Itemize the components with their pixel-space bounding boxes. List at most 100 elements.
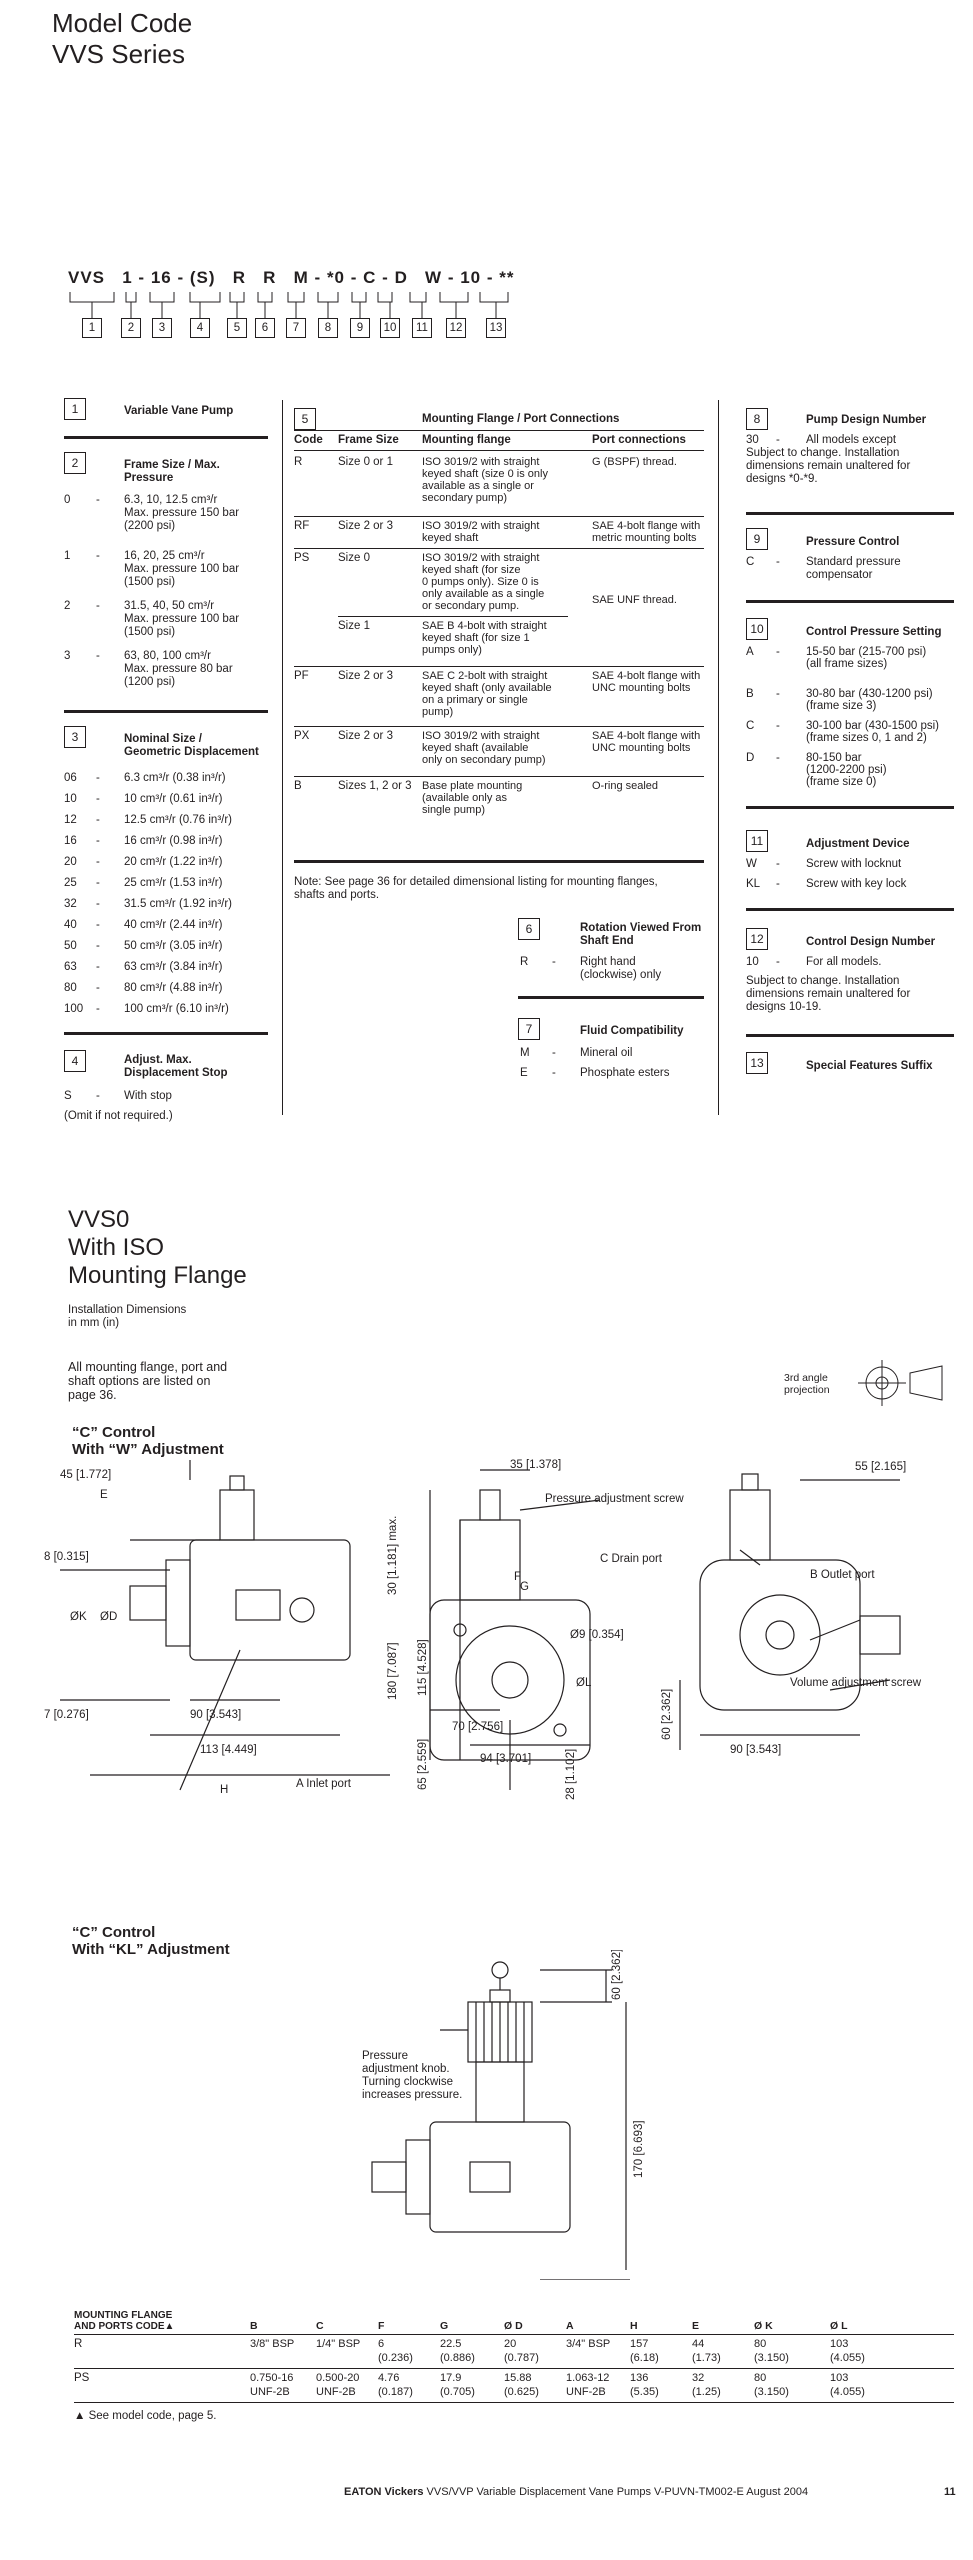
option-text: Phosphate esters <box>580 1067 670 1079</box>
cell-value: 80 <box>754 2372 767 2384</box>
mc-part: - <box>177 268 185 287</box>
row-divider <box>294 516 704 517</box>
option-dash: - <box>776 752 780 764</box>
table-header: Code <box>294 434 323 446</box>
row-port: UNC mounting bolts <box>592 682 691 694</box>
row-frame: Size 0 or 1 <box>338 456 393 468</box>
option-code: 30 <box>746 434 759 446</box>
option-text: 6.3 cm³/r (0.38 in³/r) <box>124 772 226 784</box>
row-code: PS <box>294 552 310 564</box>
option-text: 30-80 bar (430-1200 psi) <box>806 688 933 700</box>
option-text: 63 cm³/r (3.84 in³/r) <box>124 961 223 973</box>
vvs0-heading: VVS0 With ISO Mounting Flange <box>68 1206 247 1290</box>
option-text: With stop <box>124 1090 172 1102</box>
option-dash: - <box>96 982 100 994</box>
option-text: Screw with locknut <box>806 858 902 870</box>
mc-part: - <box>382 268 389 287</box>
section-title: Displacement Stop <box>124 1067 228 1079</box>
dim-8: 8 [0.315] <box>44 1551 89 1563</box>
row-flange: keyed shaft (for size <box>422 564 521 576</box>
row-flange: (available only as <box>422 792 507 804</box>
table-header: F <box>378 2320 385 2332</box>
row-flange: available as a single or <box>422 480 534 492</box>
table-header: E <box>692 2320 700 2332</box>
option-text: (frame sizes 0, 1 and 2) <box>806 732 927 744</box>
cell-value: 4.76 <box>378 2372 400 2384</box>
option-text: (1200-2200 psi) <box>806 764 887 776</box>
row-port: metric mounting bolts <box>592 532 697 544</box>
mc-part: 1 <box>122 268 133 287</box>
option-dash: - <box>96 1003 100 1015</box>
mc-part: R <box>263 268 277 287</box>
cell-value: 20 <box>504 2338 517 2350</box>
option-code: E <box>520 1067 528 1079</box>
table-header: Mounting flange <box>422 434 511 446</box>
mc-part: R <box>232 268 246 287</box>
note-line: adjustment knob. <box>362 2063 450 2075</box>
option-text: 16, 20, 25 cm³/r <box>124 550 205 562</box>
mc-part: W <box>425 268 443 287</box>
table-footnote: ▲ See model code, page 5. <box>74 2410 217 2422</box>
option-dash: - <box>96 898 100 910</box>
dim-70: 70 [2.756] <box>452 1721 503 1733</box>
row-flange: keyed shaft (available <box>422 742 529 754</box>
row-flange: ISO 3019/2 with straight <box>422 456 540 468</box>
section-rule <box>64 710 268 713</box>
row-code: B <box>294 780 302 792</box>
mc-part: - <box>447 268 455 287</box>
projection-line: 3rd angle <box>784 1372 828 1384</box>
row-port: SAE 4-bolt flange with <box>592 670 701 682</box>
cell-value: 22.5 <box>440 2338 462 2350</box>
option-code: 06 <box>64 772 77 784</box>
row-flange: SAE C 2-bolt with straight <box>422 670 548 682</box>
option-text: 80-150 bar <box>806 752 862 764</box>
table-header: Ø K <box>754 2320 773 2332</box>
cell-value: 44 <box>692 2338 705 2350</box>
section-rule <box>746 908 954 911</box>
dim-65: 65 [2.559] <box>417 1739 429 1790</box>
side-flange <box>165 1559 191 1647</box>
mc-part: C <box>363 268 377 287</box>
mc-part: 10 <box>460 268 482 287</box>
row-code: R <box>294 456 303 468</box>
row-flange: only on secondary pump) <box>422 754 546 766</box>
dim-113: 113 [4.449] <box>200 1744 257 1756</box>
row-divider <box>294 726 704 727</box>
dim-180: 180 [7.087] <box>387 1642 399 1700</box>
section-number: 12 <box>746 928 768 950</box>
dim-90b: 90 [3.543] <box>730 1744 781 1756</box>
section-number: 10 <box>746 618 768 640</box>
code-box: 9 <box>350 318 370 338</box>
section-title: Fluid Compatibility <box>580 1025 684 1037</box>
title-line2: VVS Series <box>52 39 185 69</box>
option-text: 30-100 bar (430-1500 psi) <box>806 720 939 732</box>
cell-value: (0.187) <box>378 2386 413 2398</box>
cell-value: UNF-2B <box>566 2386 606 2398</box>
mc-part: - <box>486 268 494 287</box>
cell-value: (0.705) <box>440 2386 475 2398</box>
section-number: 6 <box>518 918 540 940</box>
row-flange: pumps only) <box>422 644 482 656</box>
table-header: H <box>630 2320 638 2332</box>
option-text: 6.3, 10, 12.5 cm³/r <box>124 494 218 506</box>
option-text: 25 cm³/r (1.53 in³/r) <box>124 877 223 889</box>
option-code: S <box>64 1090 72 1102</box>
option-text: 100 cm³/r (6.10 in³/r) <box>124 1003 229 1015</box>
section-title: Control Pressure Setting <box>806 626 942 638</box>
cell-value: (0.787) <box>504 2352 539 2364</box>
row-flange: on a primary or single <box>422 694 528 706</box>
drain-port-label: C Drain port <box>600 1553 663 1565</box>
option-text: Max. pressure 100 bar <box>124 613 240 625</box>
option-code: 100 <box>64 1003 84 1015</box>
kl-adjustment-drawing: 60 [2.362] 170 [6.693] <box>371 1950 645 2280</box>
pressure-adjust-screw-label: Pressure adjustment screw <box>545 1493 684 1505</box>
option-code: 12 <box>64 814 77 826</box>
dim-90a: 90 [3.543] <box>190 1709 241 1721</box>
section-title: Rotation Viewed From <box>580 922 702 934</box>
mc-part: - <box>314 268 322 287</box>
row-divider <box>338 616 568 617</box>
mc-part: *0 <box>326 268 346 287</box>
option-text: compensator <box>806 569 873 581</box>
title-line: “C” Control <box>72 1424 156 1441</box>
option-code: M <box>520 1047 530 1059</box>
